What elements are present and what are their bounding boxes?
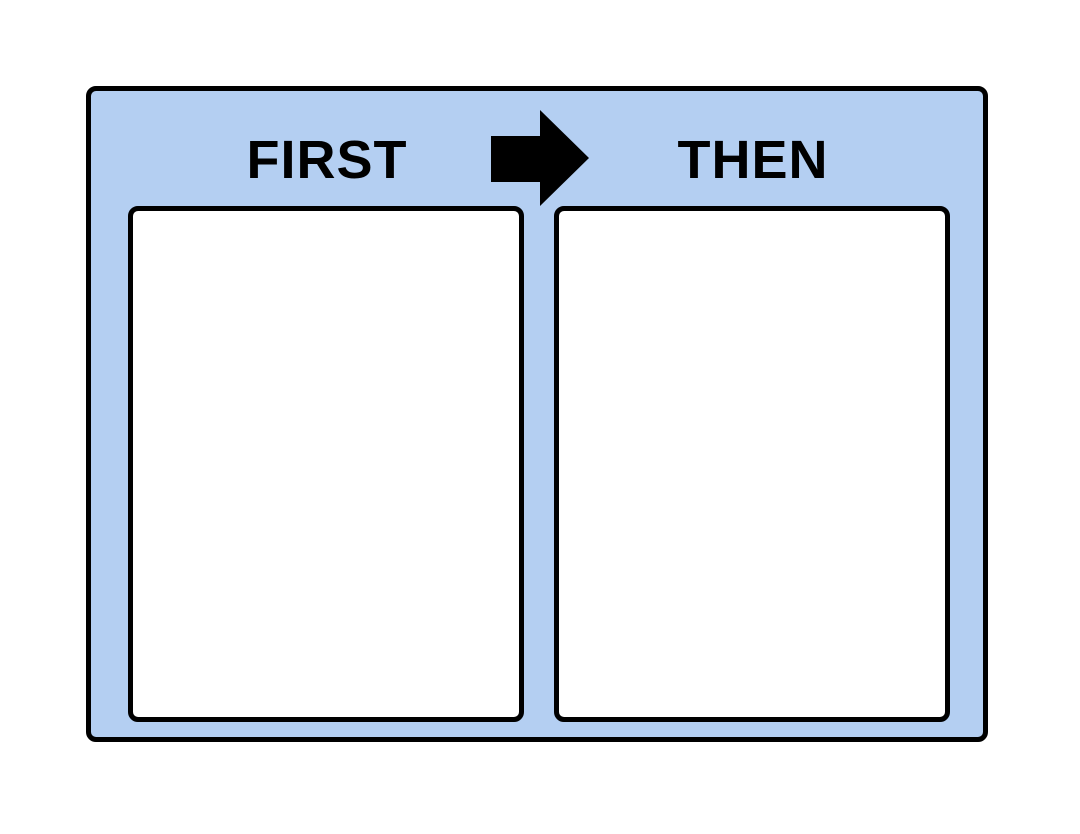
then-panel bbox=[554, 206, 950, 722]
first-panel bbox=[128, 206, 524, 722]
first-heading: FIRST bbox=[246, 130, 408, 190]
right-arrow-icon bbox=[491, 110, 589, 206]
then-heading: THEN bbox=[677, 130, 829, 190]
